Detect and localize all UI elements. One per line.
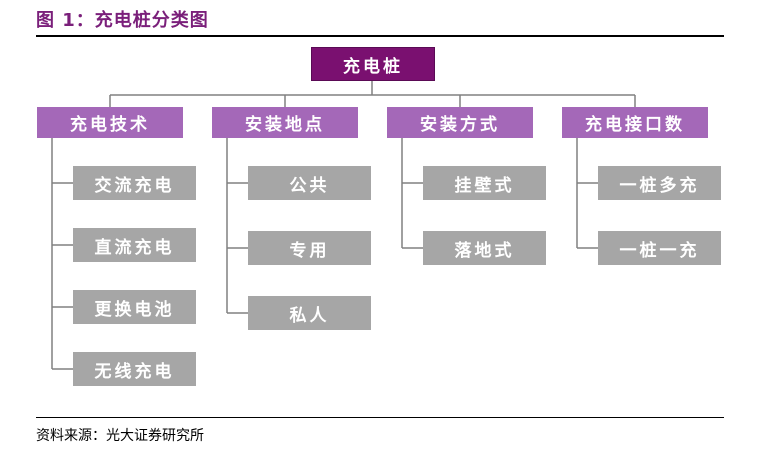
leaf-multi-connector: 一桩多充 [598, 166, 721, 200]
leaf-private: 私人 [248, 296, 371, 330]
root-node: 充电桩 [311, 47, 435, 81]
leaf-battery-swap: 更换电池 [73, 290, 196, 324]
bottom-rule [36, 417, 724, 418]
top-rule [36, 35, 724, 37]
leaf-dc-charging: 直流充电 [73, 228, 196, 262]
category-charging-technology: 充电技术 [37, 107, 183, 138]
leaf-dedicated: 专用 [248, 231, 371, 265]
leaf-wireless-charging: 无线充电 [73, 352, 196, 386]
category-connector-count: 充电接口数 [562, 107, 708, 138]
leaf-ac-charging: 交流充电 [73, 166, 196, 200]
leaf-single-connector: 一桩一充 [598, 231, 721, 265]
leaf-public: 公共 [248, 166, 371, 200]
leaf-wall-mounted: 挂壁式 [423, 166, 546, 200]
figure-title: 图 1：充电桩分类图 [36, 10, 209, 31]
source-note: 资料来源：光大证券研究所 [36, 428, 204, 444]
category-installation-location: 安装地点 [212, 107, 358, 138]
leaf-floor-standing: 落地式 [423, 231, 546, 265]
category-installation-method: 安装方式 [387, 107, 533, 138]
